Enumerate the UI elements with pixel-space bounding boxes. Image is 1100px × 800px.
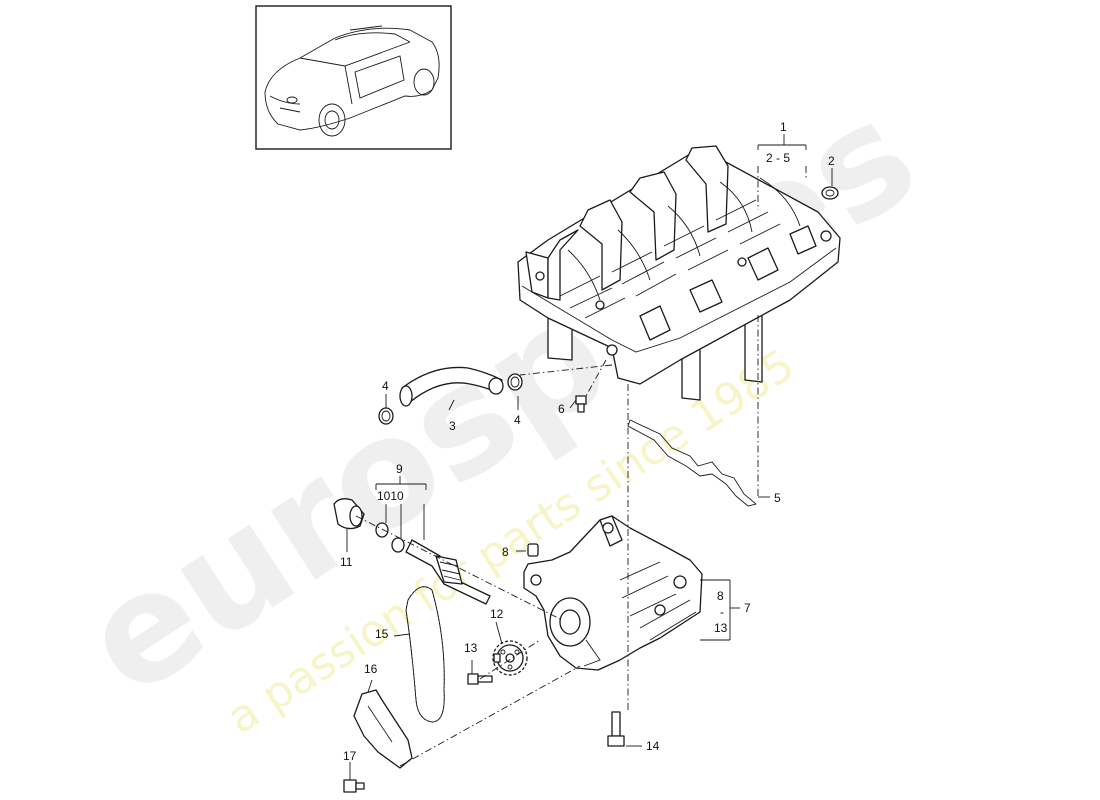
watermark-brand: eurospares bbox=[55, 68, 945, 730]
callout-9-sub: 1010 bbox=[377, 489, 404, 503]
oil-pipe-3 bbox=[399, 366, 504, 407]
leader-lines bbox=[346, 134, 833, 780]
plug-8 bbox=[527, 543, 539, 557]
upper-oil-pan bbox=[517, 145, 841, 401]
callout-7-range-top: 8 bbox=[717, 589, 724, 603]
seal-ring-2 bbox=[821, 186, 839, 200]
callout-9: 9 bbox=[396, 462, 403, 476]
o-ring-4-right bbox=[507, 373, 523, 391]
o-ring-10-right bbox=[391, 537, 405, 553]
drive-shaft-9 bbox=[405, 539, 491, 605]
callout-17: 17 bbox=[343, 749, 357, 763]
callout-8: 8 bbox=[502, 545, 509, 559]
chain-15 bbox=[405, 586, 445, 723]
callout-14: 14 bbox=[646, 739, 660, 753]
o-ring-10-left bbox=[375, 522, 389, 538]
callout-7-range-mid: - bbox=[720, 605, 724, 619]
callout-11: 11 bbox=[340, 555, 353, 569]
callout-12: 12 bbox=[490, 607, 504, 621]
callout-4-left: 4 bbox=[382, 379, 389, 393]
callout-16: 16 bbox=[364, 662, 378, 676]
bolt-14 bbox=[607, 711, 625, 747]
watermark: eurospares a passion for parts since 198… bbox=[55, 68, 945, 745]
callout-5: 5 bbox=[774, 491, 781, 505]
bolt-6 bbox=[575, 395, 587, 413]
car-thumbnail bbox=[255, 5, 452, 150]
callout-7: 7 bbox=[744, 601, 751, 615]
callout-3: 3 bbox=[449, 419, 456, 433]
callout-13: 13 bbox=[464, 641, 478, 655]
callout-1: 1 bbox=[780, 120, 787, 134]
callout-2: 2 bbox=[828, 154, 835, 168]
callout-7-range-bottom: 13 bbox=[714, 621, 728, 635]
callout-1-range: 2 - 5 bbox=[766, 151, 790, 165]
car-suv-thumbnail-icon bbox=[264, 25, 440, 137]
screw-17 bbox=[343, 779, 365, 793]
callout-4-right: 4 bbox=[514, 413, 521, 427]
sprocket-12 bbox=[492, 640, 528, 676]
chain-guard-16 bbox=[353, 689, 413, 769]
callout-6: 6 bbox=[558, 402, 565, 416]
gasket-5 bbox=[627, 419, 757, 507]
oil-pump-7 bbox=[523, 515, 703, 671]
callout-15: 15 bbox=[375, 627, 389, 641]
callout-labels: 1 2 - 5 2 3 4 4 5 6 7 8 - 13 8 9 1010 11… bbox=[340, 120, 835, 763]
o-ring-4-left bbox=[378, 407, 394, 425]
